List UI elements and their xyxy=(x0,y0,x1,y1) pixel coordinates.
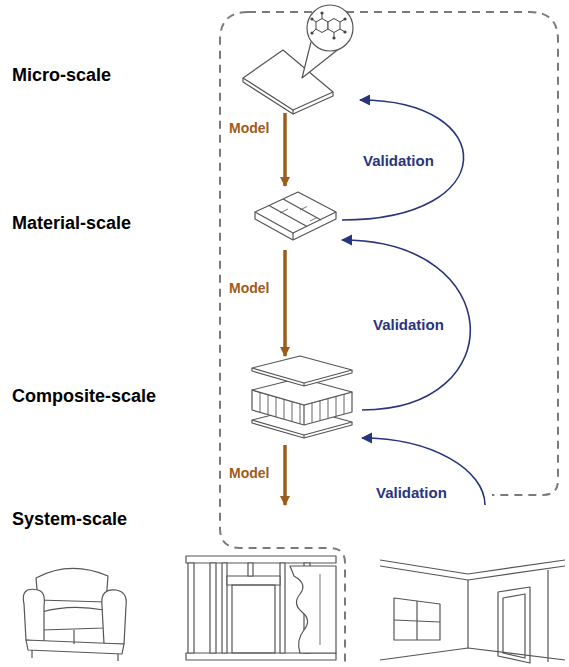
flow-arrow xyxy=(362,438,485,505)
scale-label: Micro-scale xyxy=(12,65,111,86)
scale-level: System-scale xyxy=(8,505,565,665)
arrow-label: Model xyxy=(228,465,270,481)
arrow-label: Validation xyxy=(375,484,448,501)
sandwich-illustration xyxy=(252,356,352,438)
scale-level: Material-scale xyxy=(8,186,342,250)
armchair-illustration xyxy=(23,568,126,661)
flow-arrow xyxy=(342,100,464,220)
scale-label: Composite-scale xyxy=(12,386,156,407)
wall-framing-illustration xyxy=(186,556,336,660)
board-illustration xyxy=(255,192,336,240)
scale-level: Micro-scale xyxy=(8,5,360,113)
room-illustration xyxy=(380,560,565,663)
arrow-label: Model xyxy=(228,120,270,136)
flow-arrow xyxy=(342,240,470,410)
flow-arrow xyxy=(283,250,287,356)
flow-arrow xyxy=(283,445,287,505)
scale-level: Composite-scale xyxy=(8,356,362,445)
scale-label: System-scale xyxy=(12,509,127,530)
arrow-label: Model xyxy=(228,280,270,296)
scale-label: Material-scale xyxy=(12,213,131,234)
arrow-label: Validation xyxy=(362,152,435,169)
plate-illustration xyxy=(243,5,353,114)
arrow-label: Validation xyxy=(372,316,445,333)
flow-arrow xyxy=(283,113,287,186)
